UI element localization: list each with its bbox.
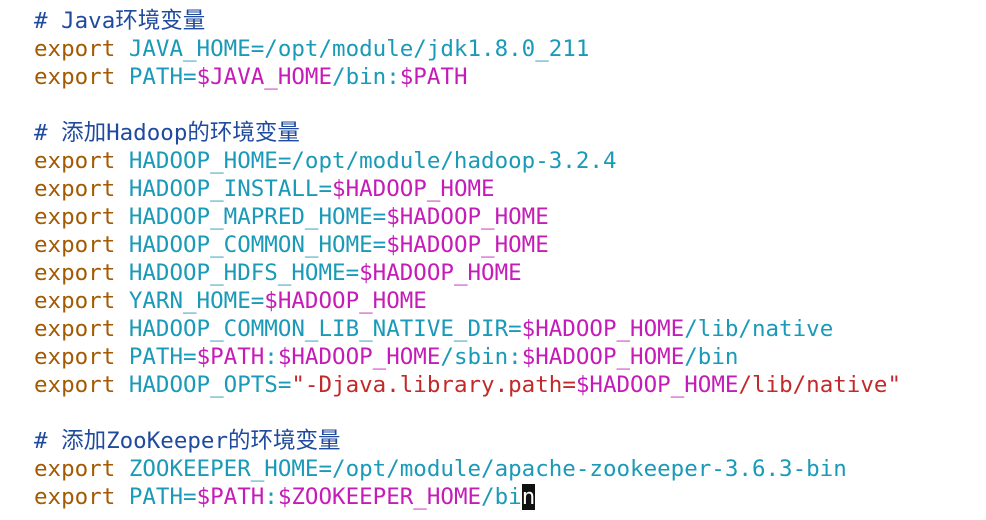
- code-token-var: HADOOP_OPTS=: [115, 372, 292, 398]
- code-token-var: HADOOP_HDFS_HOME=: [115, 260, 360, 286]
- code-token-var: /lib/native: [684, 316, 834, 342]
- code-token-var: PATH=: [115, 484, 197, 510]
- code-token-var: HADOOP_MAPRED_HOME=: [115, 204, 387, 230]
- comment-line[interactable]: # Java环境变量: [34, 7, 974, 35]
- blank-line[interactable]: [34, 399, 974, 427]
- comment-line[interactable]: # 添加ZooKeeper的环境变量: [34, 427, 974, 455]
- code-token-ref: $HADOOP_HOME: [264, 288, 427, 314]
- code-token-kw: export: [34, 64, 116, 90]
- code-token-var: PATH=: [115, 64, 197, 90]
- blank-line[interactable]: [34, 91, 974, 119]
- code-token-var: HADOOP_INSTALL=: [115, 176, 333, 202]
- code-token-ref: $HADOOP_HOME: [332, 176, 495, 202]
- code-token-kw: export: [34, 316, 116, 342]
- code-line[interactable]: export PATH=$JAVA_HOME/bin:$PATH: [34, 63, 974, 91]
- code-token-var: HADOOP_COMMON_LIB_NATIVE_DIR=: [115, 316, 522, 342]
- code-token-kw: export: [34, 204, 116, 230]
- code-token-kw: export: [34, 232, 116, 258]
- code-token-comment: # 添加ZooKeeper的环境变量: [34, 428, 341, 454]
- code-token-str: "-Djava.library.path=: [291, 372, 576, 398]
- code-token-kw: export: [34, 260, 116, 286]
- text-cursor: n: [521, 484, 536, 510]
- code-line[interactable]: export HADOOP_COMMON_HOME=$HADOOP_HOME: [34, 231, 974, 259]
- code-token-var: PATH=: [115, 344, 197, 370]
- code-token-str: /lib/native": [738, 372, 901, 398]
- code-token-kw: export: [34, 344, 116, 370]
- code-line[interactable]: export PATH=$PATH:$ZOOKEEPER_HOME/bin: [34, 483, 974, 511]
- code-line[interactable]: export HADOOP_HDFS_HOME=$HADOOP_HOME: [34, 259, 974, 287]
- code-token-kw: export: [34, 288, 116, 314]
- code-token-ref: $HADOOP_HOME: [521, 316, 685, 342]
- code-line[interactable]: export HADOOP_HOME=/opt/module/hadoop-3.…: [34, 147, 974, 175]
- comment-line[interactable]: # 添加Hadoop的环境变量: [34, 119, 974, 147]
- code-token-var: /bin: [684, 344, 739, 370]
- code-token-var: YARN_HOME=: [115, 288, 265, 314]
- code-token-ref: $HADOOP_HOME: [575, 372, 739, 398]
- code-token-var: :: [264, 484, 278, 510]
- code-token-kw: export: [34, 456, 116, 482]
- code-line[interactable]: export HADOOP_OPTS="-Djava.library.path=…: [34, 371, 974, 399]
- code-line[interactable]: export PATH=$PATH:$HADOOP_HOME/sbin:$HAD…: [34, 343, 974, 371]
- code-token-comment: # 添加Hadoop的环境变量: [34, 120, 300, 146]
- code-token-kw: export: [34, 372, 116, 398]
- code-token-var: JAVA_HOME=/opt/module/jdk1.8.0_211: [115, 36, 590, 62]
- code-line[interactable]: export YARN_HOME=$HADOOP_HOME: [34, 287, 974, 315]
- code-token-var: :: [264, 344, 278, 370]
- code-token-var: /bi: [481, 484, 522, 510]
- code-token-var: /sbin:: [440, 344, 522, 370]
- code-token-ref: $HADOOP_HOME: [359, 260, 522, 286]
- code-token-ref: $PATH: [196, 484, 265, 510]
- code-token-kw: export: [34, 484, 116, 510]
- code-token-var: HADOOP_HOME=/opt/module/hadoop-3.2.4: [115, 148, 617, 174]
- code-token-ref: $JAVA_HOME: [196, 64, 333, 90]
- code-token-ref: $HADOOP_HOME: [277, 344, 441, 370]
- code-line[interactable]: export HADOOP_COMMON_LIB_NATIVE_DIR=$HAD…: [34, 315, 974, 343]
- code-line[interactable]: export JAVA_HOME=/opt/module/jdk1.8.0_21…: [34, 35, 974, 63]
- code-token-ref: $HADOOP_HOME: [386, 204, 549, 230]
- code-token-kw: export: [34, 36, 116, 62]
- code-token-ref: $HADOOP_HOME: [386, 232, 549, 258]
- code-token-var: /bin:: [332, 64, 400, 90]
- code-token-kw: export: [34, 176, 116, 202]
- code-line[interactable]: export HADOOP_INSTALL=$HADOOP_HOME: [34, 175, 974, 203]
- code-token-kw: export: [34, 148, 116, 174]
- code-token-ref: $PATH: [196, 344, 265, 370]
- code-token-comment: # Java环境变量: [34, 8, 206, 34]
- code-token-ref: $HADOOP_HOME: [521, 344, 685, 370]
- code-token-ref: $ZOOKEEPER_HOME: [277, 484, 482, 510]
- code-token-var: HADOOP_COMMON_HOME=: [115, 232, 387, 258]
- code-token-ref: $PATH: [399, 64, 468, 90]
- code-line[interactable]: export HADOOP_MAPRED_HOME=$HADOOP_HOME: [34, 203, 974, 231]
- code-line[interactable]: export ZOOKEEPER_HOME=/opt/module/apache…: [34, 455, 974, 483]
- code-token-var: ZOOKEEPER_HOME=/opt/module/apache-zookee…: [115, 456, 847, 482]
